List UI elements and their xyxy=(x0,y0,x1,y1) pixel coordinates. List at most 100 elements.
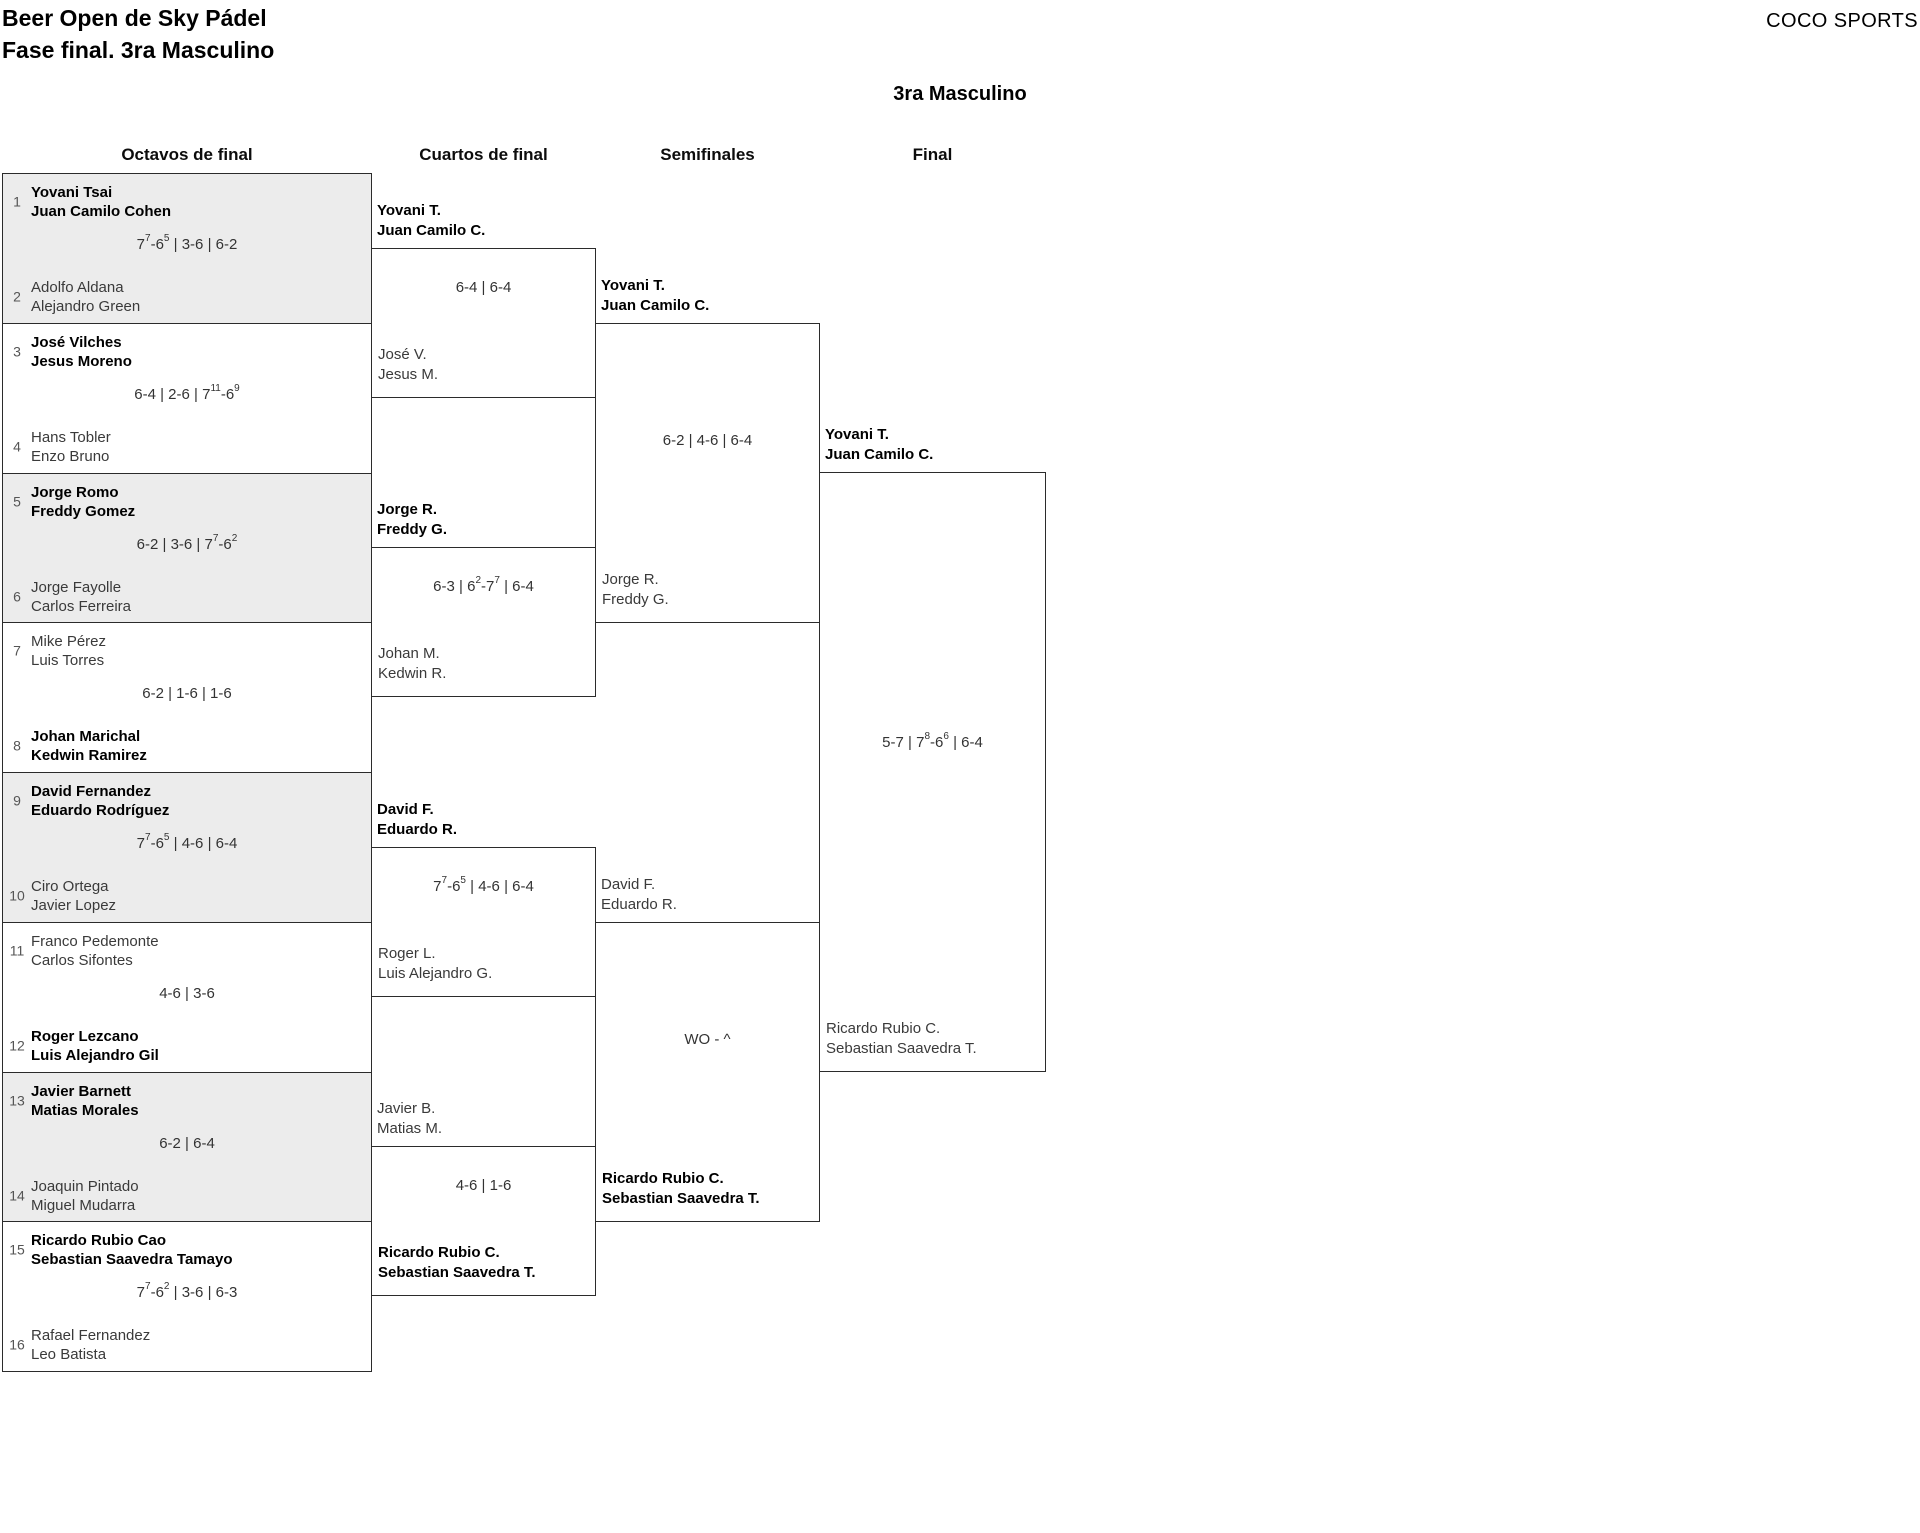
team-name-line: Mike Pérez xyxy=(31,633,107,650)
team-entry: 16 Rafael Fernandez Leo Batista xyxy=(3,1326,371,1364)
team-name-line: Juan Camilo C. xyxy=(377,222,486,239)
page-title: Beer Open de Sky Pádel Fase final. 3ra M… xyxy=(2,2,274,66)
team-name-line: Jorge Fayolle xyxy=(31,579,122,596)
team-name-line: Sebastian Saavedra T. xyxy=(602,1190,760,1207)
team-name-line: Yovani T. xyxy=(825,426,889,443)
team-name-line: Carlos Ferreira xyxy=(31,598,132,615)
team-name-line: Juan Camilo Cohen xyxy=(31,203,172,220)
team-name-line: Sebastian Saavedra T. xyxy=(826,1040,977,1057)
team-name-line: Miguel Mudarra xyxy=(31,1197,136,1214)
team-name-line: Freddy Gomez xyxy=(31,503,136,520)
match-score: 4-6 | 3-6 xyxy=(159,985,215,1002)
match-box-r16-7: 13 Javier Barnett Matias Morales 6-2 | 6… xyxy=(2,1072,372,1222)
team-name-line: Alejandro Green xyxy=(31,298,141,315)
team-name-line: Adolfo Aldana xyxy=(31,279,124,296)
seed-number: 4 xyxy=(13,438,21,455)
seed-number: 1 xyxy=(13,193,21,210)
advancing-team-label: Jorge R. Freddy G. xyxy=(377,500,447,540)
team-entry: 10 Ciro Ortega Javier Lopez xyxy=(3,877,371,915)
team-name-line: David F. xyxy=(377,801,434,818)
team-name-line: Javier Lopez xyxy=(31,897,117,914)
page-title-line1: Beer Open de Sky Pádel xyxy=(2,5,267,31)
match-score: 6-4 | 2-6 | 711-69 xyxy=(134,383,240,404)
team-entry: 1 Yovani Tsai Juan Camilo Cohen xyxy=(3,183,371,221)
team-name-line: Yovani T. xyxy=(601,277,665,294)
team-entry: 2 Adolfo Aldana Alejandro Green xyxy=(3,278,371,316)
team-name-line: Kedwin R. xyxy=(378,665,447,682)
team-name-line: Eduardo Rodríguez xyxy=(31,802,170,819)
match-score: 6-4 | 6-4 xyxy=(455,279,512,296)
seed-number: 14 xyxy=(9,1187,25,1204)
team-name-line: Javier B. xyxy=(377,1100,436,1117)
advancing-team-label: David F. Eduardo R. xyxy=(601,875,677,915)
seed-number: 8 xyxy=(13,737,21,754)
team-name-line: Carlos Sifontes xyxy=(31,952,133,969)
match-score: 77-65 | 3-6 | 6-2 xyxy=(136,233,238,254)
team-name-line: Kedwin Ramirez xyxy=(31,747,147,764)
brand-logo: COCO SPORTS xyxy=(1766,10,1918,32)
team-name-line: Yovani Tsai xyxy=(31,184,113,201)
match-score: 6-2 | 6-4 xyxy=(159,1135,215,1152)
match-score: WO - ^ xyxy=(684,1031,731,1048)
team-name-line: Franco Pedemonte xyxy=(31,933,159,950)
round-header-cuartos: Cuartos de final xyxy=(419,145,548,164)
match-score: 6-2 | 3-6 | 77-62 xyxy=(136,533,238,554)
team-name-line: Roger L. xyxy=(378,945,436,962)
team-entry: 6 Jorge Fayolle Carlos Ferreira xyxy=(3,578,371,616)
team-name-line: Ricardo Rubio Cao xyxy=(31,1232,167,1249)
team-name-line: Juan Camilo C. xyxy=(825,446,934,463)
seed-number: 11 xyxy=(9,942,25,959)
match-box-r16-1: 1 Yovani Tsai Juan Camilo Cohen 77-65 | … xyxy=(2,173,372,324)
team-name-line: Luis Alejandro Gil xyxy=(31,1047,159,1064)
match-box-r16-2: 3 José Vilches Jesus Moreno 6-4 | 2-6 | … xyxy=(2,323,372,474)
team-name-line: Leo Batista xyxy=(31,1346,107,1363)
match-box-r16-3: 5 Jorge Romo Freddy Gomez 6-2 | 3-6 | 77… xyxy=(2,473,372,623)
team-name-line: Jorge Romo xyxy=(31,484,119,501)
team-name-line: Juan Camilo C. xyxy=(601,297,710,314)
team-name-line: Yovani T. xyxy=(377,202,441,219)
team-name-line: Freddy G. xyxy=(602,591,669,608)
team-entry: 12 Roger Lezcano Luis Alejandro Gil xyxy=(3,1027,371,1065)
match-score: 6-3 | 62-77 | 6-4 xyxy=(433,575,534,596)
team-name-line: Sebastian Saavedra Tamayo xyxy=(31,1251,233,1268)
team-name-line: Freddy G. xyxy=(377,521,448,538)
team-entry: 9 David Fernandez Eduardo Rodríguez xyxy=(3,782,371,820)
match-box-r16-8: 15 Ricardo Rubio Cao Sebastian Saavedra … xyxy=(2,1221,372,1372)
team-entry: 11 Franco Pedemonte Carlos Sifontes xyxy=(3,932,371,970)
team-name-line: Hans Tobler xyxy=(31,429,111,446)
team-name-line: Roger Lezcano xyxy=(31,1028,139,1045)
team-name-line: Matias M. xyxy=(377,1120,443,1137)
team-label: Ricardo Rubio C. Sebastian Saavedra T. xyxy=(602,1169,760,1209)
team-name-line: Luis Torres xyxy=(31,652,105,669)
team-name-line: Luis Alejandro G. xyxy=(378,965,493,982)
team-name-line: José V. xyxy=(378,346,427,363)
team-name-line: Enzo Bruno xyxy=(31,448,110,465)
team-name-line: Sebastian Saavedra T. xyxy=(378,1264,536,1281)
team-name-line: Jesus Moreno xyxy=(31,353,132,370)
advancing-team-label: Yovani T. Juan Camilo C. xyxy=(601,276,709,316)
match-box-qf-3: 77-65 | 4-6 | 6-4 Roger L. Luis Alejandr… xyxy=(371,847,596,997)
team-name-line: Johan M. xyxy=(378,645,440,662)
team-name-line: José Vilches xyxy=(31,334,122,351)
team-name-line: Javier Barnett xyxy=(31,1083,132,1100)
team-entry: 5 Jorge Romo Freddy Gomez xyxy=(3,483,371,521)
match-score: 77-65 | 4-6 | 6-4 xyxy=(433,875,534,896)
advancing-team-label: Javier B. Matias M. xyxy=(377,1099,442,1139)
team-name-line: David Fernandez xyxy=(31,783,152,800)
match-box-r16-4: 7 Mike Pérez Luis Torres 6-2 | 1-6 | 1-6… xyxy=(2,622,372,773)
team-entry: 7 Mike Pérez Luis Torres xyxy=(3,632,371,670)
match-box-qf-1: 6-4 | 6-4 José V. Jesus M. xyxy=(371,248,596,398)
team-entry: 13 Javier Barnett Matias Morales xyxy=(3,1082,371,1120)
team-name-line: David F. xyxy=(601,876,656,893)
team-entry: 4 Hans Tobler Enzo Bruno xyxy=(3,428,371,466)
match-score: 6-2 | 1-6 | 1-6 xyxy=(142,685,232,702)
match-box-r16-6: 11 Franco Pedemonte Carlos Sifontes 4-6 … xyxy=(2,922,372,1073)
seed-number: 12 xyxy=(9,1037,25,1054)
seed-number: 7 xyxy=(13,642,21,659)
category-label: 3ra Masculino xyxy=(893,83,1027,105)
seed-number: 9 xyxy=(13,792,21,809)
match-box-r16-5: 9 David Fernandez Eduardo Rodríguez 77-6… xyxy=(2,772,372,923)
advancing-team-label: Yovani T. Juan Camilo C. xyxy=(377,201,485,241)
team-name-line: Ricardo Rubio C. xyxy=(378,1244,500,1261)
team-label: Ricardo Rubio C. Sebastian Saavedra T. xyxy=(378,1243,536,1283)
